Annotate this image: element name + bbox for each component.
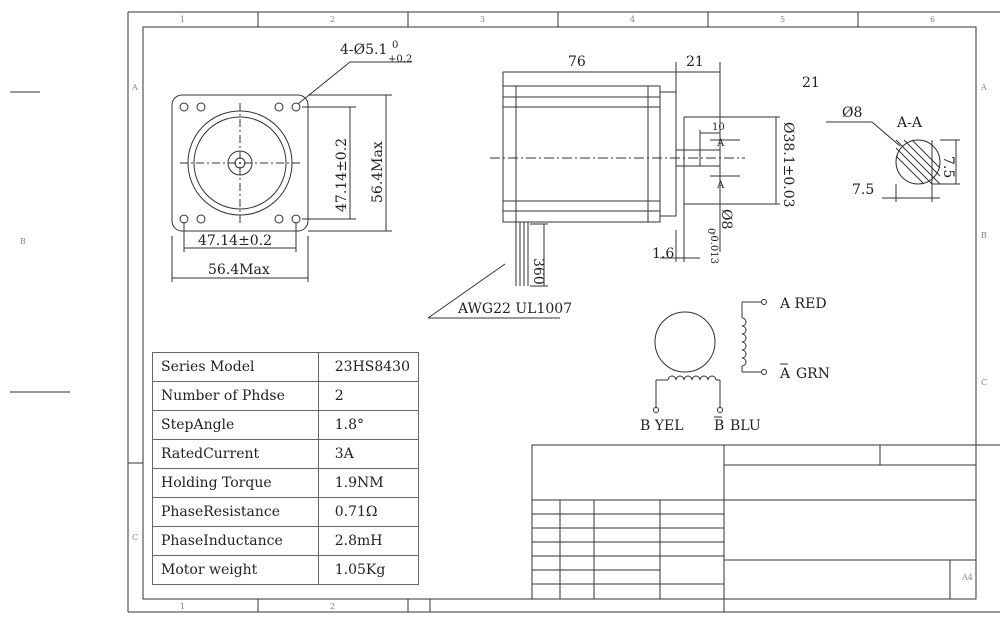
side-view <box>427 62 780 319</box>
vertical-max-dim: 56.4Max <box>370 141 386 203</box>
section-mark-bottom: A <box>716 180 725 191</box>
sheet-size-label: A4 <box>961 573 973 582</box>
table-row: RatedCurrent 3A <box>152 439 420 469</box>
section-mark-top: A <box>716 138 725 149</box>
spec-value: 1.8° <box>317 410 420 440</box>
section-view <box>826 121 960 202</box>
spec-value: 2.8mH <box>317 526 420 556</box>
table-row: PhaseResistance 0.71Ω <box>152 497 420 527</box>
wire-grn: GRN <box>796 366 830 382</box>
title-block <box>429 444 977 612</box>
zone-top-3: 3 <box>480 15 485 24</box>
spec-value: 23HS8430 <box>317 352 420 382</box>
lead-length-dim: 360 <box>530 258 546 285</box>
zone-top-5: 5 <box>780 15 785 24</box>
spec-label: Holding Torque <box>152 468 319 498</box>
table-row: Number of Phdse 2 <box>152 381 420 411</box>
zone-top-4: 4 <box>630 15 635 24</box>
zone-right-b: B <box>981 231 987 240</box>
zone-labels: 1 2 3 4 5 6 1 2 A B C A B C <box>20 15 987 611</box>
wire-b-yel: B YEL <box>640 418 684 434</box>
spec-table: Series Model 23HS8430 Number of Phdse 2 … <box>152 352 420 585</box>
section-length-label: 21 <box>802 75 820 91</box>
zone-top-2: 2 <box>330 15 335 24</box>
flat-length-dim: 10 <box>712 122 725 133</box>
table-row: PhaseInductance 2.8mH <box>152 526 420 556</box>
hole-spec-label: 4-Ø5.1 <box>340 42 387 58</box>
section-title: A-A <box>896 115 923 131</box>
table-row: StepAngle 1.8° <box>152 410 420 440</box>
wire-a-red: A RED <box>779 296 827 312</box>
horizontal-max-dim: 56.4Max <box>208 262 270 278</box>
zone-right-c: C <box>981 378 987 387</box>
spec-label: Number of Phdse <box>152 381 319 411</box>
zone-side-b: B <box>20 237 26 246</box>
shaft-length-dim: 21 <box>686 54 704 70</box>
wire-a-bar: A <box>779 366 791 382</box>
wire-blu: BLU <box>730 418 761 434</box>
zone-side-c: C <box>132 533 138 542</box>
wire-spec-label: AWG22 UL1007 <box>457 301 572 317</box>
section-diameter-label: Ø8 <box>842 105 862 121</box>
spec-value: 3A <box>317 439 420 469</box>
spec-label: PhaseResistance <box>152 497 319 527</box>
pilot-depth-dim: 1.6 <box>652 246 674 262</box>
vertical-pitch-dim: 47.14±0.2 <box>334 138 350 212</box>
wiring-diagram <box>653 299 788 418</box>
spec-value: 2 <box>317 381 420 411</box>
shaft-tol-lower: -0.013 <box>708 232 719 264</box>
zone-top-6: 6 <box>930 15 935 24</box>
horizontal-pitch-dim: 47.14±0.2 <box>198 233 272 249</box>
zone-bottom-2: 2 <box>330 602 335 611</box>
spec-label: RatedCurrent <box>152 439 319 469</box>
zone-side-a: A <box>131 83 138 92</box>
zone-bottom-1: 1 <box>180 602 185 611</box>
pilot-diameter-dim: Ø38.1±0.03 <box>780 122 796 208</box>
shaft-tol-upper: 0 <box>705 228 716 234</box>
spec-label: PhaseInductance <box>152 526 319 556</box>
zone-right-a: A <box>980 83 987 92</box>
shaft-diameter-dim: Ø8 <box>718 209 734 229</box>
table-row: Motor weight 1.05Kg <box>152 555 420 585</box>
hole-tol-lower: +0.2 <box>388 54 412 65</box>
spec-value: 0.71Ω <box>317 497 420 527</box>
spec-value: 1.9NM <box>317 468 420 498</box>
spec-value: 1.05Kg <box>317 555 420 585</box>
flat-height-dim: 7.5 <box>940 156 956 178</box>
flat-width-dim: 7.5 <box>852 182 874 198</box>
spec-label: Motor weight <box>152 555 319 585</box>
zone-top-1: 1 <box>180 15 185 24</box>
table-row: Holding Torque 1.9NM <box>152 468 420 498</box>
body-length-dim: 76 <box>568 54 586 70</box>
table-row: Series Model 23HS8430 <box>152 352 420 382</box>
hole-tol-upper: 0 <box>392 40 398 51</box>
spec-label: StepAngle <box>152 410 319 440</box>
wire-b-bar: B <box>714 418 724 434</box>
spec-label: Series Model <box>152 352 319 382</box>
front-view <box>171 61 412 282</box>
